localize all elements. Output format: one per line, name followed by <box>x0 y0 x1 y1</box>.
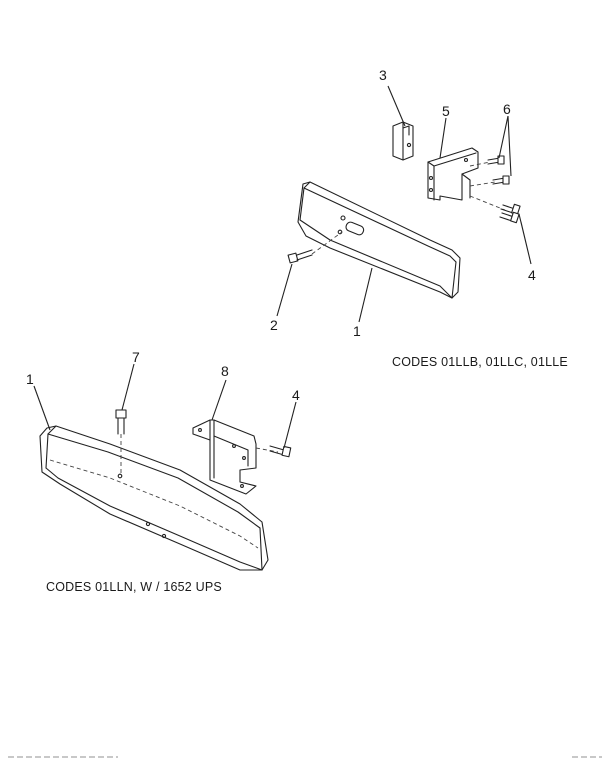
leader-upper-3 <box>387 85 406 127</box>
upper-part-4-bolts <box>469 195 521 224</box>
leader-lower-4 <box>283 401 297 449</box>
upper-part-3-bracket <box>392 121 414 161</box>
upper-assembly <box>276 85 532 323</box>
callout-upper-2: 2 <box>270 317 278 333</box>
callout-lower-4: 4 <box>292 387 300 403</box>
leader-upper-4 <box>518 213 532 265</box>
lower-assembly <box>33 363 297 571</box>
callout-upper-5: 5 <box>442 103 450 119</box>
leader-upper-2 <box>276 263 293 317</box>
footer-right-fragment <box>572 756 602 758</box>
upper-part-5-bracket <box>427 147 479 201</box>
caption-upper-codes: CODES 01LLB, 01LLC, 01LLE <box>392 355 568 369</box>
callout-lower-7: 7 <box>132 349 140 365</box>
upper-part-2-bolt <box>287 231 343 264</box>
callout-lower-1: 1 <box>26 371 34 387</box>
leader-lower-7 <box>121 363 135 411</box>
callout-upper-3: 3 <box>379 67 387 83</box>
lower-part-1-bumper <box>39 425 269 571</box>
leader-upper-1 <box>358 267 373 323</box>
caption-lower-codes: CODES 01LLN, W / 1652 UPS <box>46 580 222 594</box>
callout-lower-8: 8 <box>221 363 229 379</box>
lower-part-4-bolt <box>255 445 292 458</box>
lower-part-8-bracket <box>192 419 257 495</box>
callout-upper-1: 1 <box>353 323 361 339</box>
callout-upper-4: 4 <box>528 267 536 283</box>
upper-part-1-bumper <box>297 181 461 299</box>
lower-part-7-bolt <box>115 409 127 474</box>
leader-upper-6 <box>498 115 512 177</box>
cropped-footer-text <box>8 754 602 760</box>
upper-part-6-bolts <box>469 155 510 187</box>
footer-left-fragment <box>8 756 118 758</box>
leader-lower-8 <box>211 379 227 421</box>
callout-upper-6: 6 <box>503 101 511 117</box>
leader-upper-5 <box>439 117 447 159</box>
leader-lower-1 <box>33 385 51 431</box>
